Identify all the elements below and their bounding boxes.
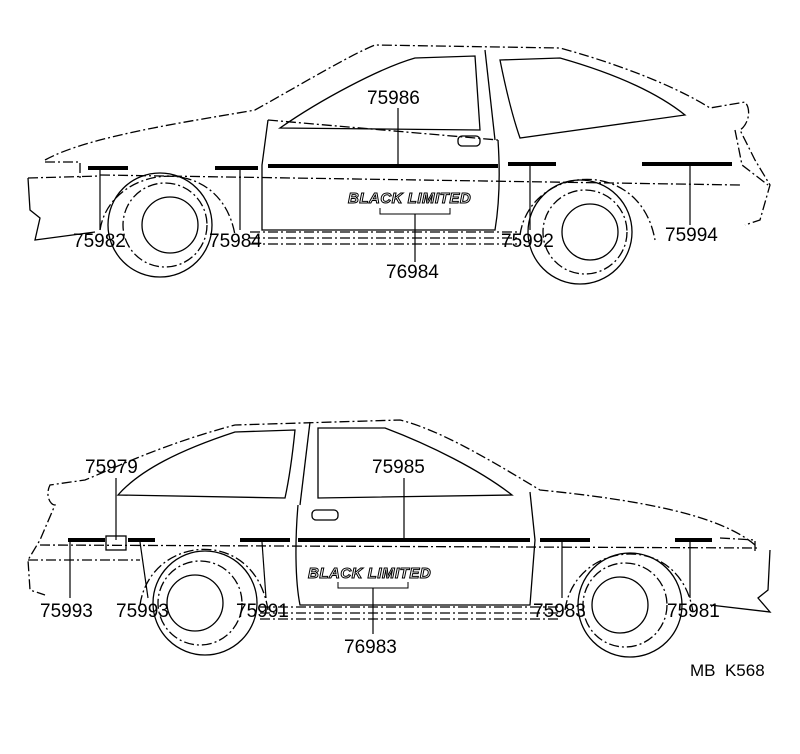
bottom-car-emblem-bracket <box>337 582 409 589</box>
part-label-75991: 75991 <box>236 601 289 622</box>
bottom-car-roofline <box>27 419 756 596</box>
bottom-car-rear-window <box>116 429 296 499</box>
top-car-roofline <box>44 44 771 226</box>
part-label-75982: 75982 <box>73 231 126 252</box>
top-car-rear-wheel <box>519 178 656 285</box>
top-car-emblem: BLACK LIMITED <box>348 190 471 207</box>
bottom-car-rear-wheel <box>139 548 269 656</box>
leader-75993b <box>139 541 149 599</box>
top-car-rear-window <box>499 57 687 139</box>
top-car-door-inner <box>267 119 499 141</box>
part-label-76983: 76983 <box>344 637 397 658</box>
part-label-75993b: 75993 <box>116 601 169 622</box>
top-car-b-pillar <box>484 49 496 141</box>
part-label-75992: 75992 <box>501 231 554 252</box>
top-car-door-window <box>277 55 481 131</box>
bottom-car-door-window <box>317 427 514 499</box>
top-car-front-bumper <box>27 177 96 241</box>
top-car-door-handle <box>457 135 481 147</box>
part-label-75985: 75985 <box>372 457 425 478</box>
bottom-car-emblem: BLACK LIMITED <box>308 565 431 582</box>
top-car-front-wheel <box>99 172 236 278</box>
bottom-car-front-bumper <box>709 549 772 613</box>
top-car-rocker <box>250 231 520 245</box>
leader-75991 <box>261 541 267 599</box>
bottom-car-front-wheel <box>564 552 694 658</box>
drawing-code: MB K568 <box>690 661 765 680</box>
top-car-emblem-bracket <box>379 208 451 215</box>
top-car-headlight <box>45 161 81 178</box>
bottom-car-beltline <box>39 544 761 549</box>
bottom-car-door <box>295 491 536 606</box>
part-label-75994: 75994 <box>665 225 718 246</box>
bottom-car-door-handle <box>311 509 339 521</box>
part-label-75986: 75986 <box>367 88 420 109</box>
top-car-door <box>261 119 500 231</box>
bottom-car-b-pillar <box>299 421 311 506</box>
top-car-view: BLACK LIMITED <box>27 44 771 285</box>
part-label-75983: 75983 <box>533 601 586 622</box>
part-label-76984: 76984 <box>386 262 439 283</box>
bottom-car-view: BLACK LIMITED <box>27 419 772 658</box>
top-car-rear-lamp <box>734 129 769 186</box>
top-car-front-bumper-top <box>27 175 101 179</box>
part-label-75993a: 75993 <box>40 601 93 622</box>
bottom-car-rocker <box>260 606 560 620</box>
part-label-75979: 75979 <box>85 457 138 478</box>
part-label-75984: 75984 <box>209 231 262 252</box>
part-label-75981: 75981 <box>667 601 720 622</box>
top-car-beltline <box>99 174 741 186</box>
